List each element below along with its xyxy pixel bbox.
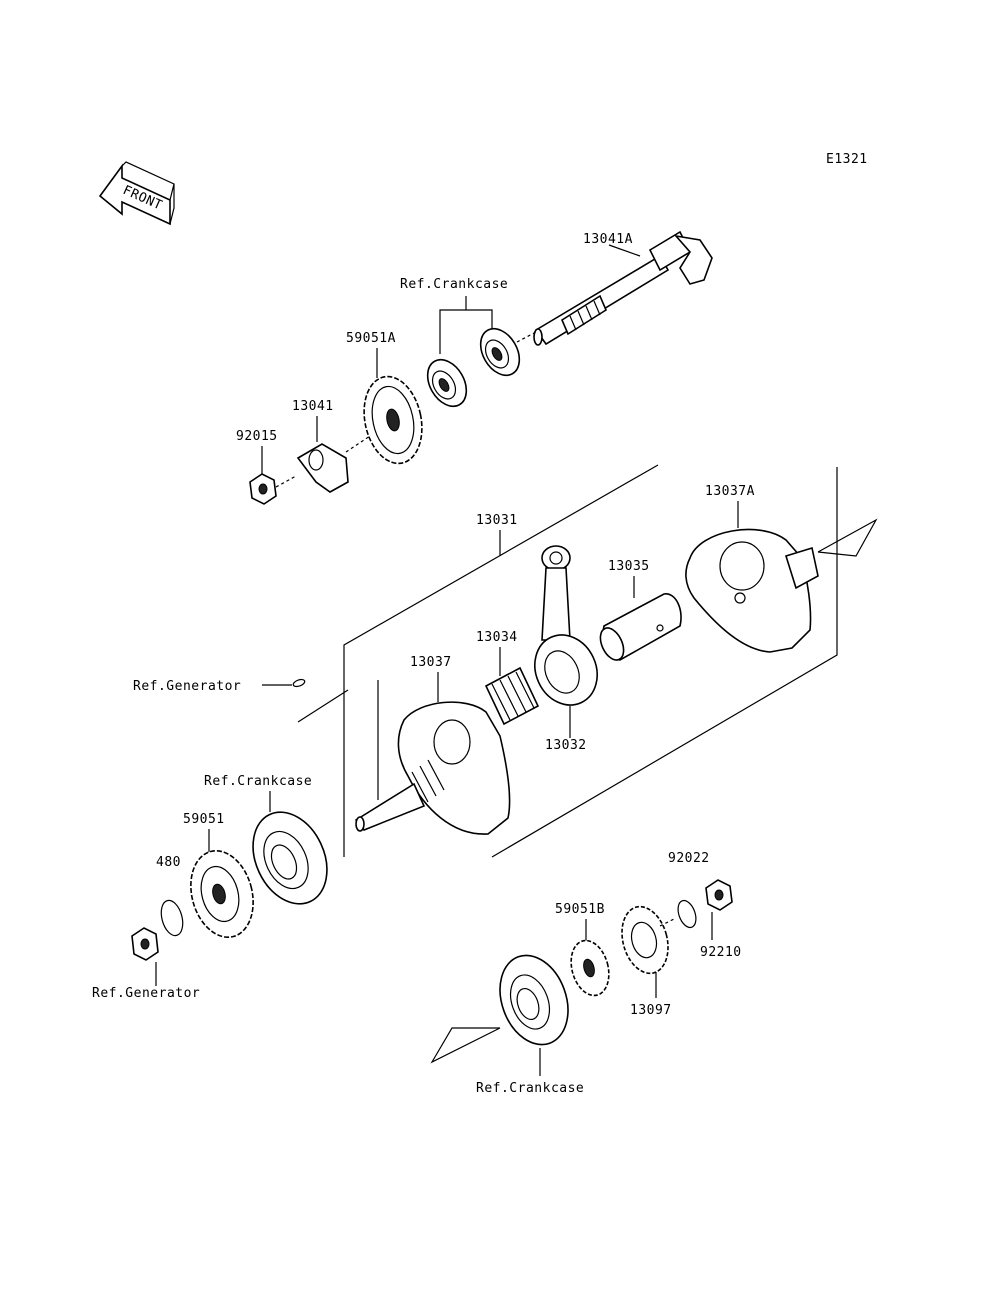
part-number-92210: 92210	[700, 945, 742, 960]
front-arrow-icon: FRONT	[98, 161, 175, 226]
part-number-13032: 13032	[545, 738, 587, 753]
nut-92210-part	[705, 879, 733, 911]
ref-crankcase-mid-label: Ref.Crankcase	[204, 774, 312, 789]
gear-59051A-part	[363, 375, 423, 465]
axis-arrow-right-icon	[817, 518, 878, 557]
nut-bottom-left-part	[131, 927, 159, 961]
gear-59051B-part	[570, 939, 610, 997]
crank-half-13037-part	[354, 701, 511, 835]
ref-generator-bottom-label: Ref.Generator	[92, 986, 200, 1001]
washer-92022-part	[677, 899, 697, 929]
part-number-480: 480	[156, 855, 181, 870]
part-number-13034: 13034	[476, 630, 518, 645]
nut-92015-part	[249, 473, 297, 505]
bearing-top-right-part	[479, 327, 521, 377]
ref-crankcase-bottom-label: Ref.Crankcase	[476, 1081, 584, 1096]
bearing-top-left-part	[426, 358, 468, 408]
part-number-92022: 92022	[668, 851, 710, 866]
connecting-rod-part	[534, 545, 598, 706]
gear-13097-part	[621, 905, 677, 975]
needle-bearing-part	[484, 666, 540, 726]
axis-arrow-left-icon	[430, 1027, 501, 1064]
part-number-92015: 92015	[236, 429, 278, 444]
part-number-13037: 13037	[410, 655, 452, 670]
part-number-13035: 13035	[608, 559, 650, 574]
gear-59051-part	[190, 849, 254, 939]
bearing-mid-part	[252, 811, 328, 905]
ref-generator-mid-label: Ref.Generator	[133, 679, 241, 694]
balancer-shaft-part	[533, 230, 713, 346]
part-number-13041A: 13041A	[583, 232, 633, 247]
balancer-weight-part	[296, 435, 371, 493]
part-number-13097: 13097	[630, 1003, 672, 1018]
crank-half-13037A-part	[685, 528, 819, 653]
part-number-59051: 59051	[183, 812, 225, 827]
ref-crankcase-top-label: Ref.Crankcase	[400, 277, 508, 292]
part-number-59051B: 59051B	[555, 902, 605, 917]
crank-pin-part	[599, 593, 682, 661]
diagram-code: E1321	[826, 152, 868, 167]
part-number-13041: 13041	[292, 399, 334, 414]
bearing-bottom-part	[499, 954, 569, 1046]
part-number-59051A: 59051A	[346, 331, 396, 346]
part-number-13037A: 13037A	[705, 484, 755, 499]
part-number-13031: 13031	[476, 513, 518, 528]
circlip-480-part	[160, 899, 184, 937]
